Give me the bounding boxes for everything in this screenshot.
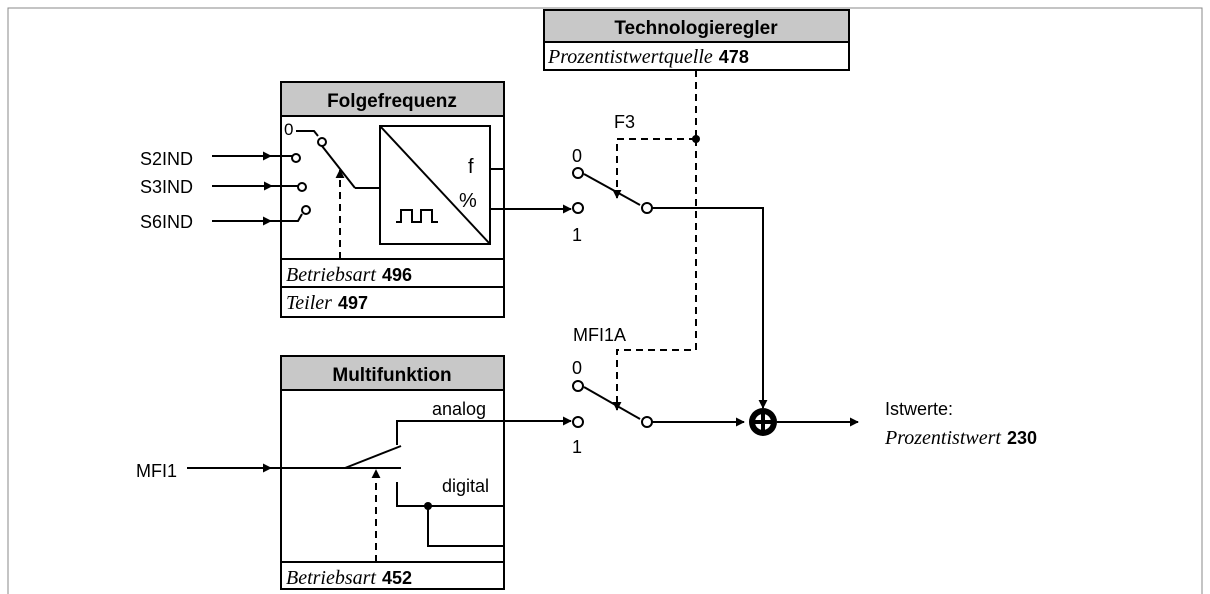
- output-param: Prozentistwert 230: [884, 427, 1037, 449]
- summing-junction: [749, 408, 859, 436]
- converter-f-label: f: [468, 156, 474, 178]
- input-s6ind-contact: [301, 205, 311, 215]
- multifunktion-analog-label: analog: [432, 399, 486, 419]
- folgefrequenz-zero-line: [296, 130, 319, 137]
- output-label: Istwerte:: [885, 399, 953, 419]
- switch-mfi1a-pos1: 1: [572, 437, 582, 457]
- multifunktion-switch-blade: [344, 445, 402, 469]
- technologieregler-title: Technologieregler: [614, 18, 778, 39]
- converter-diagonal: [379, 125, 491, 245]
- multifunktion-param-betriebsart: Betriebsart 452: [286, 567, 412, 589]
- switch-mfi1a-output-contact: [641, 416, 653, 428]
- analog-output-line: [396, 416, 572, 445]
- input-s3ind-contact: [297, 182, 307, 192]
- switch-mfi1a-label: MFI1A: [573, 325, 626, 345]
- digital-output-line: [396, 482, 504, 507]
- switch-f3: F3 0 1: [572, 70, 768, 409]
- folgefrequenz-param-betriebsart: Betriebsart 496: [286, 264, 412, 286]
- input-s2ind-label: S2IND: [140, 149, 193, 169]
- folgefrequenz-switch-pivot: [317, 137, 327, 147]
- frequency-inputs: S2IND S3IND S6IND: [140, 149, 303, 232]
- switch-f3-contact-1: [572, 202, 584, 214]
- switch-mfi1a-pos0: 0: [572, 358, 582, 378]
- switch-mfi1a-blade: [583, 386, 641, 420]
- multifunktion-block: Multifunktion Betriebsart 452 analog digi…: [280, 355, 572, 590]
- folgefrequenz-param-teiler: Teiler 497: [286, 292, 368, 314]
- input-mfi1-label: MFI1: [136, 461, 177, 481]
- technologieregler-header: [543, 9, 850, 43]
- switch-f3-control: [612, 138, 696, 199]
- switch-f3-blade: [583, 173, 641, 206]
- multifunktion-frame: [280, 355, 505, 590]
- multifunktion-header: [280, 355, 505, 391]
- folgefrequenz-param1-number: 496: [382, 265, 412, 285]
- input-s3ind-label: S3IND: [140, 177, 193, 197]
- folgefrequenz-switch-blade: [321, 145, 356, 189]
- folgefrequenz-switch-zero-label: 0: [284, 120, 293, 139]
- folgefrequenz-block: Folgefrequenz Betriebsart 496 Teiler 497 0…: [280, 81, 572, 318]
- digital-return-line: [427, 506, 504, 547]
- technologieregler-block: Technologieregler Prozentistwertquelle 47…: [543, 9, 850, 71]
- switch-mfi1a: MFI1A 0 1: [572, 139, 745, 457]
- output-param-number: 230: [1007, 428, 1037, 448]
- multifunktion-digital-label: digital: [442, 476, 489, 496]
- switch-f3-contact-0: [572, 167, 584, 179]
- pulse-icon: [396, 209, 438, 223]
- switch-f3-label: F3: [614, 112, 635, 132]
- input-s6ind-wire: [271, 213, 303, 222]
- frame-border: [7, 7, 1203, 594]
- folgefrequenz-header: [280, 81, 505, 117]
- converter-percent-label: %: [459, 190, 477, 212]
- switch-f3-output-line: [652, 207, 768, 409]
- switch-mfi1a-control: [612, 139, 697, 411]
- technologieregler-param-name: Prozentistwertquelle: [547, 46, 713, 68]
- multifunktion-param-number: 452: [382, 568, 412, 588]
- input-s6ind-label: S6IND: [140, 212, 193, 232]
- technologieregler-param-number: 478: [719, 47, 749, 67]
- switch-mfi1a-contact-0: [572, 380, 584, 392]
- folgefrequenz-param2-name: Teiler: [286, 292, 332, 314]
- multifunktion-title: Multifunktion: [332, 365, 451, 386]
- input-s2ind-contact: [291, 153, 301, 163]
- switch-f3-pos1: 1: [572, 225, 582, 245]
- switch-f3-output-contact: [641, 202, 653, 214]
- folgefrequenz-param2-number: 497: [338, 293, 368, 313]
- folgefrequenz-title: Folgefrequenz: [327, 91, 457, 112]
- technologieregler-param: Prozentistwertquelle 478: [547, 46, 749, 68]
- multifunktion-param-name: Betriebsart: [286, 567, 376, 589]
- folgefrequenz-param1-name: Betriebsart: [286, 264, 376, 286]
- switch-f3-pos0: 0: [572, 146, 582, 166]
- switch-mfi1a-contact-1: [572, 416, 584, 428]
- output-param-name: Prozentistwert: [884, 427, 1001, 449]
